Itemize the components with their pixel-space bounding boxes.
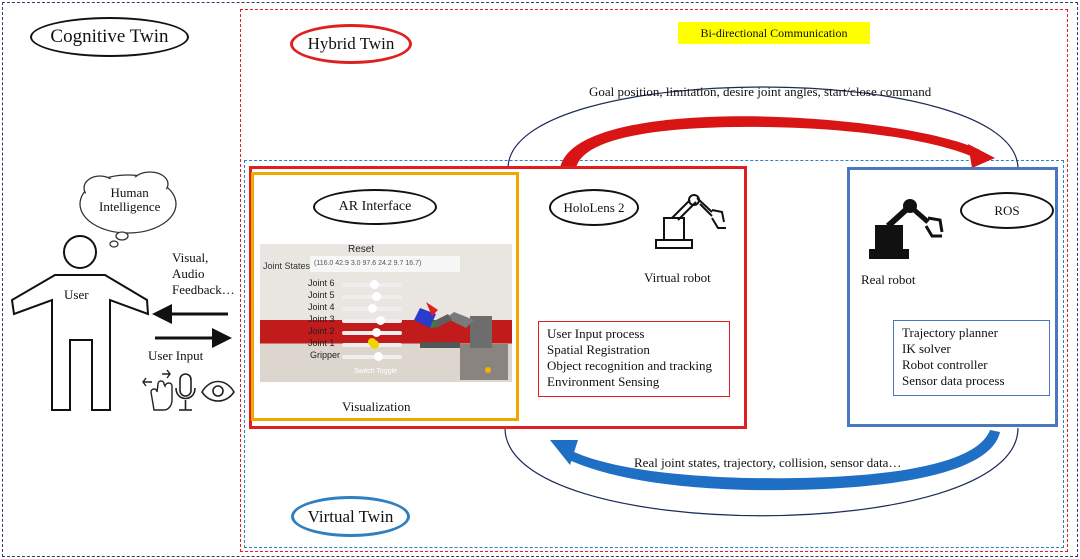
- top-arrow-label: Goal position, limitation, desire joint …: [589, 84, 932, 99]
- person-icon: [10, 235, 150, 411]
- bidirectional-label: Bi-directional Communication: [678, 22, 870, 44]
- eye-icon: [201, 380, 235, 402]
- ar-screenshot: Reset Joint States (116.0 42.9 3.0 97.6 …: [260, 244, 512, 382]
- user-input-label: User Input: [148, 348, 204, 363]
- virtual-twin-frame: [244, 160, 1064, 548]
- hololens-function-list: User Input process Spatial Registration …: [538, 321, 730, 397]
- virtual-twin-label: Virtual Twin: [291, 496, 410, 537]
- human-intelligence-text: Human Intelligence: [99, 186, 160, 214]
- joint-5-slider[interactable]: [342, 292, 402, 301]
- hybrid-twin-frame: [240, 9, 1068, 552]
- top-arc: [507, 86, 1019, 169]
- blue-arrow-body: [565, 430, 1000, 491]
- feedback-line2: Audio: [172, 266, 205, 281]
- slider-knob[interactable]: [370, 280, 379, 289]
- gripper-slider[interactable]: [342, 352, 402, 361]
- bottom-arc: [504, 427, 1019, 517]
- virtual-twin-text: Virtual Twin: [307, 506, 394, 526]
- joint-4-slider[interactable]: [342, 304, 402, 313]
- human-intelligence-line1: Human: [110, 185, 149, 200]
- joint-6-label: Joint 6: [308, 278, 335, 288]
- feedback-line1: Visual,: [172, 250, 209, 265]
- slider-knob[interactable]: [372, 292, 381, 301]
- ar-interface-label: AR Interface: [313, 189, 437, 225]
- ros-function-list: Trajectory planner IK solver Robot contr…: [893, 320, 1050, 396]
- slider-knob[interactable]: [374, 352, 383, 361]
- hololens-function-item: Spatial Registration: [547, 342, 650, 357]
- thought-cloud-icon: [79, 171, 177, 248]
- human-intelligence-line2: Intelligence: [99, 199, 161, 214]
- joint-3-label: Joint 3: [308, 314, 335, 324]
- hololens-function-item: Object recognition and tracking: [547, 358, 712, 373]
- hybrid-twin-label: Hybrid Twin: [290, 24, 412, 64]
- microphone-icon: [175, 373, 196, 411]
- reset-button[interactable]: Reset: [348, 244, 375, 255]
- blue-arrow-head: [550, 440, 578, 465]
- joint-5-label: Joint 5: [308, 290, 335, 300]
- slider-knob[interactable]: [372, 328, 381, 337]
- hololens-function-item: Environment Sensing: [547, 374, 660, 389]
- red-arrow-body: [560, 116, 980, 168]
- ros-text: ROS: [994, 202, 1020, 218]
- cognitive-twin-text: Cognitive Twin: [50, 26, 169, 47]
- feedback-text: Visual, Audio Feedback…: [172, 250, 235, 298]
- joint-2-label: Joint 2: [308, 326, 335, 336]
- joint-states-value: (116.0 42.9 3.0 97.6 24.2 9.7 16.7): [310, 256, 460, 272]
- real-robot-icon: [869, 199, 944, 259]
- ros-function-item: IK solver: [902, 341, 951, 356]
- touch-gesture-icon: [142, 369, 173, 411]
- input-arrow: [155, 328, 232, 348]
- hololens-text: HoloLens 2: [563, 199, 625, 215]
- switch-toggle[interactable]: Switch Toggle: [354, 368, 398, 375]
- slider-knob[interactable]: [376, 316, 385, 325]
- hololens-label: HoloLens 2: [549, 189, 639, 226]
- user-label: User: [64, 287, 89, 302]
- joint-states-label: Joint States: [263, 261, 311, 271]
- real-robot-label: Real robot: [861, 272, 916, 287]
- slider-knob[interactable]: [368, 304, 377, 313]
- joint-1-label: Joint 1: [308, 338, 335, 348]
- ros-box: [847, 167, 1058, 427]
- hybrid-twin-text: Hybrid Twin: [307, 34, 395, 53]
- ros-label: ROS: [960, 192, 1054, 229]
- robot-arm-icon: [655, 194, 726, 249]
- ros-function-item: Trajectory planner: [902, 325, 998, 340]
- joint-2-slider[interactable]: [342, 328, 402, 337]
- ar-interface-text: AR Interface: [338, 199, 412, 214]
- gripper-label: Gripper: [310, 350, 341, 360]
- bottom-arrow-label: Real joint states, trajectory, collision…: [634, 455, 902, 470]
- joint-4-label: Joint 4: [308, 302, 335, 312]
- ros-function-item: Sensor data process: [902, 373, 1005, 388]
- feedback-line3: Feedback…: [172, 282, 235, 297]
- cognitive-twin-label: Cognitive Twin: [30, 17, 189, 57]
- visualization-label: Visualization: [342, 399, 411, 414]
- hololens-box: [249, 166, 747, 429]
- ar-interface-box: [251, 172, 519, 421]
- ar-robot-scene: [368, 302, 508, 380]
- ros-function-item: Robot controller: [902, 357, 988, 372]
- joint-6-slider[interactable]: [342, 280, 402, 289]
- virtual-robot-label: Virtual robot: [644, 270, 711, 285]
- joint-3-slider[interactable]: [342, 316, 402, 325]
- hololens-function-item: User Input process: [547, 326, 645, 341]
- feedback-arrow: [152, 304, 228, 324]
- red-arrow-head: [968, 144, 995, 168]
